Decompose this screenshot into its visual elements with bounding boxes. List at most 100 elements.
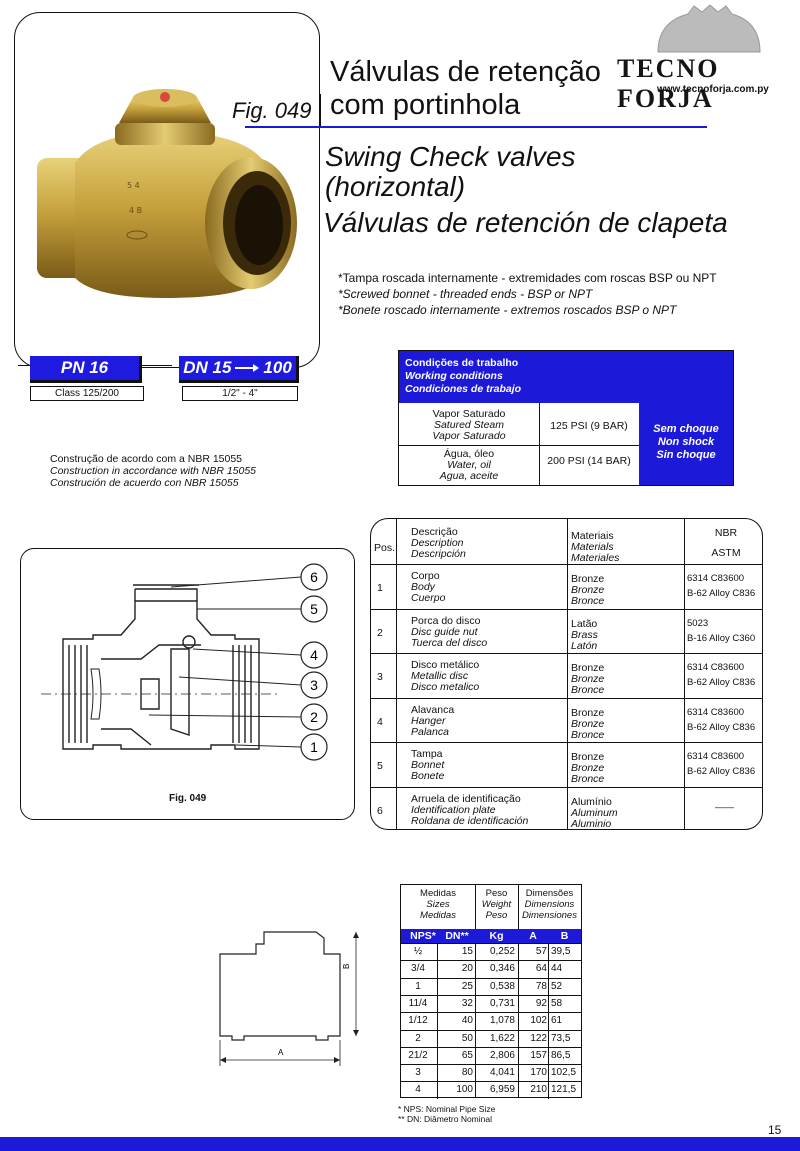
callout-circle	[300, 641, 328, 669]
dimension-cell: 15	[461, 946, 473, 957]
feature-pt: *Tampa roscada internamente - extremidad…	[338, 271, 717, 285]
dimension-cell: 40	[461, 1015, 473, 1027]
working-conditions-header: Condições de trabalho Working conditions…	[399, 351, 733, 403]
bottom-bar	[0, 1137, 800, 1151]
svg-text:5 4: 5 4	[127, 181, 140, 190]
dimension-cell: 78	[535, 980, 547, 992]
callout-label: 2	[310, 709, 318, 725]
footnote-nps: * NPS: Nominal Pipe Size	[398, 1104, 496, 1114]
dimension-cell: 58	[551, 997, 563, 1009]
callout-label: 3	[310, 677, 318, 693]
callout-circle	[300, 703, 328, 731]
dimension-cell: 210	[530, 1084, 547, 1096]
standard-en: Construction in accordance with NBR 1505…	[50, 465, 257, 477]
dimension-cell: 64	[535, 963, 547, 975]
wc-col-divider	[539, 403, 540, 485]
sectional-drawing: 6 5 4 3 2 1	[41, 563, 328, 761]
material-standard: ——	[715, 801, 734, 813]
dn-to: 100	[263, 358, 292, 377]
size-range-label: 1/2" - 4"	[182, 386, 298, 401]
dimension-cell: 11/4	[408, 997, 428, 1009]
working-conditions-table: Condições de trabalho Working conditions…	[398, 350, 734, 486]
col-a: A	[529, 930, 537, 942]
dimension-cell: ½	[413, 946, 423, 957]
dimension-cell: 50	[461, 1032, 473, 1044]
dimension-cell: 65	[461, 1049, 473, 1061]
dimension-cell: 1,078	[489, 1015, 515, 1027]
drawing-caption: Fig. 049	[169, 793, 207, 804]
title-divider	[320, 94, 321, 126]
callout-label: 1	[310, 739, 318, 755]
svg-text:4 B: 4 B	[129, 206, 142, 215]
callout-circle	[300, 563, 328, 591]
dim-header-weight: Peso Weight Peso	[481, 888, 512, 921]
dimension-cell: 121,5	[551, 1084, 577, 1096]
title-pt-line1: Válvulas de retenção	[330, 56, 601, 88]
dimension-cell: 0,346	[489, 963, 515, 975]
dimension-cell: 1/12	[408, 1015, 428, 1027]
callout-circle	[300, 733, 328, 761]
wc-header-pt: Condições de trabalho	[405, 357, 519, 369]
dimension-cell: 3	[415, 1067, 421, 1079]
dimension-cell: 0,252	[489, 946, 515, 957]
wc-header-es: Condiciones de trabajo	[405, 383, 522, 395]
material-pos: 6	[377, 804, 383, 817]
callout-circle	[300, 671, 328, 699]
callout-circle	[300, 595, 328, 623]
dimension-cell: 4,041	[489, 1067, 515, 1079]
wc-fluid-2: Água, óleo Water, oil Agua, aceite	[439, 448, 499, 482]
dim-header-sizes: Medidas Sizes Medidas	[420, 888, 456, 921]
callout-label: 5	[310, 601, 318, 617]
dimension-cell: 0,538	[489, 980, 515, 992]
standard-es: Construción de acuerdo con NBR 15055	[50, 477, 239, 489]
dimension-cell: 157	[530, 1049, 547, 1061]
col-b: B	[560, 930, 569, 942]
wc-shock-note: Sem choque Non shock Sin choque	[639, 403, 733, 485]
dimensions-table: Medidas Sizes Medidas Peso Weight Peso D…	[400, 884, 582, 1100]
arrow-right-icon	[235, 358, 260, 378]
figure-label: Fig. 049	[232, 98, 312, 123]
dimension-cell: 21/2	[408, 1049, 428, 1061]
title-en-line1: Swing Check valves	[325, 141, 576, 172]
title-underline	[245, 126, 707, 128]
mat-header-pos: Pos.	[374, 542, 396, 554]
materials-table: Pos. Descrição Description Descripción M…	[370, 518, 763, 830]
col-kg: Kg	[489, 930, 504, 942]
valve-photo: 5 4 4 B	[37, 89, 297, 298]
dimension-cell: 170	[530, 1067, 547, 1079]
mat-header-materials: Materiais Materials Materiales	[571, 530, 620, 564]
wc-pressure-2: 200 PSI (14 BAR)	[547, 455, 631, 467]
dimension-cell: 6,959	[489, 1084, 515, 1096]
standard-pt: Construção de acordo com a NBR 15055	[50, 453, 243, 465]
material-pos: 5	[377, 760, 383, 772]
dimension-cell: 32	[461, 997, 473, 1009]
mat-header-description: Descrição Description Descripción	[411, 526, 466, 560]
dimension-cell: 0,731	[489, 997, 515, 1009]
col-nps: NPS*	[410, 930, 436, 942]
callout-label: 4	[310, 647, 318, 663]
dim-label-b: B	[342, 964, 351, 969]
dimension-cell: 102	[530, 1015, 547, 1027]
callout-label: 6	[310, 569, 318, 585]
pn-badge: PN 16	[30, 356, 142, 383]
dim-column-headers: NPS* DN** Kg A B	[401, 929, 581, 943]
material-pos: 1	[377, 582, 383, 594]
dimension-cell: 52	[551, 980, 563, 992]
dimension-cell: 1	[415, 980, 421, 992]
